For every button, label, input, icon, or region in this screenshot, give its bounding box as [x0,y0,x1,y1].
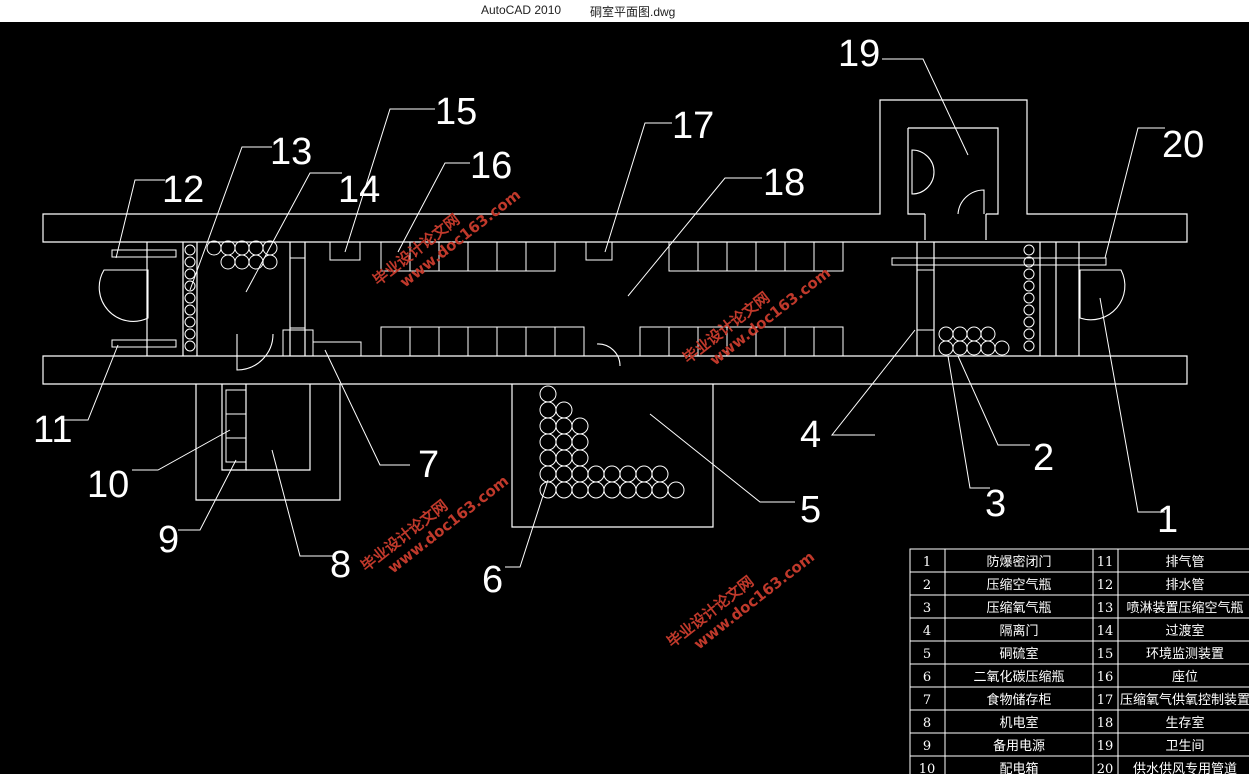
callout-label: 16 [470,145,512,187]
leader-lines [62,58,1165,568]
legend-number: 4 [923,624,931,639]
legend-item: 二氧化碳压缩瓶 [973,669,1064,685]
oxygen-controller [585,241,613,261]
legend-number: 20 [1097,762,1114,774]
floor-plan-drawing: 1 2 3 4 5 6 7 8 9 10 11 12 13 14 15 16 1… [33,33,1249,774]
callout-numbers: 1 2 3 4 5 6 7 8 9 10 11 12 13 14 15 16 1… [33,33,1204,601]
legend-item: 生存室 [1165,715,1204,731]
legend-item: 过渡室 [1165,623,1204,639]
watermarks: 毕业设计论文网 www.doc163.com 毕业设计论文网 www.doc16… [357,186,834,653]
callout-label: 12 [162,169,204,211]
legend-item: 环境监测装置 [1146,647,1224,662]
legend-table: 1 防爆密闭门 11 排气管 2 压缩空气瓶 12 排水管 3 压缩氧气瓶 13 喷淋装置压缩空气… [909,548,1249,774]
callout-label: 1 [1157,499,1178,541]
walls [42,99,1188,528]
callout-label: 4 [800,414,821,456]
window-title-bar: AutoCAD 2010 硐室平面图.dwg [0,0,1249,22]
callout-label: 19 [838,33,880,75]
legend-number: 13 [1097,601,1114,616]
callout-label: 2 [1033,437,1054,479]
callout-label: 7 [418,444,439,486]
door-icon [911,149,935,195]
legend-number: 3 [923,601,931,616]
legend-item: 喷淋装置压缩空气瓶 [1126,600,1243,616]
legend-item: 食物储存柜 [986,692,1051,708]
monitor-device [329,241,361,261]
door-icon [236,333,274,371]
battery-icon [225,437,247,463]
legend-number: 18 [1097,716,1114,731]
pipe-icon [916,269,935,331]
legend-number: 8 [923,716,931,731]
legend-number: 19 [1097,739,1114,754]
legend-item: 座位 [1172,670,1198,685]
drawing-canvas[interactable]: 1 2 3 4 5 6 7 8 9 10 11 12 13 14 15 16 1… [0,22,1249,774]
seats [225,241,844,463]
callout-label: 15 [435,91,477,133]
legend-item: 排气管 [1165,554,1204,570]
callout-label: 10 [87,464,129,506]
legend-item: 压缩空气瓶 [986,577,1051,593]
legend-number: 1 [923,555,931,570]
callout-label: 18 [763,162,805,204]
legend-number: 9 [923,739,931,754]
legend-item: 压缩氧气供氧控制装置 [1120,692,1249,708]
door-icon [957,189,985,215]
pipes [111,249,1107,357]
door-icon [98,269,149,322]
food-cabinet [312,341,362,357]
callout-label: 13 [270,131,312,173]
legend-number: 11 [1097,555,1114,570]
legend-number: 5 [923,647,931,662]
callout-label: 8 [330,544,351,586]
legend-number: 6 [923,670,931,685]
legend-number: 7 [923,693,931,708]
app-name: AutoCAD 2010 [481,3,562,17]
callout-label: 6 [482,559,503,601]
battery-icon [225,413,247,439]
legend-item: 配电箱 [999,761,1038,774]
legend-item: 卫生间 [1165,739,1204,754]
callout-label: 3 [985,483,1006,525]
legend-item: 机电室 [999,715,1038,731]
legend-number: 10 [919,762,936,774]
callout-label: 14 [338,169,380,211]
legend-item: 备用电源 [993,738,1045,754]
legend-item: 排水管 [1165,578,1204,593]
legend-item: 供水供风专用管道 [1133,762,1237,774]
battery-icon [225,389,247,415]
legend-number: 17 [1097,693,1114,708]
callout-label: 11 [33,409,72,451]
door-icon [1079,269,1126,321]
pipe-icon [891,257,1107,266]
callout-label: 9 [158,519,179,561]
legend-item: 压缩氧气瓶 [986,600,1051,616]
pipe-icon [289,257,306,329]
legend-item: 隔离门 [999,623,1038,639]
gas-cylinders [184,240,1035,499]
legend-number: 15 [1097,647,1114,662]
callout-label: 5 [800,489,821,531]
pipe-icon [111,339,177,348]
callout-label: 20 [1162,124,1204,166]
pipe-icon [111,249,177,258]
legend-number: 2 [923,578,931,593]
callout-label: 17 [672,105,714,147]
legend-number: 16 [1097,670,1114,685]
legend-number: 14 [1097,624,1114,639]
door-icon [596,343,621,367]
legend-item: 硐硫室 [999,646,1038,662]
door-symbols [98,149,1126,371]
legend-item: 防爆密闭门 [986,554,1051,570]
legend-number: 12 [1097,578,1114,593]
file-name: 硐室平面图.dwg [590,5,676,19]
